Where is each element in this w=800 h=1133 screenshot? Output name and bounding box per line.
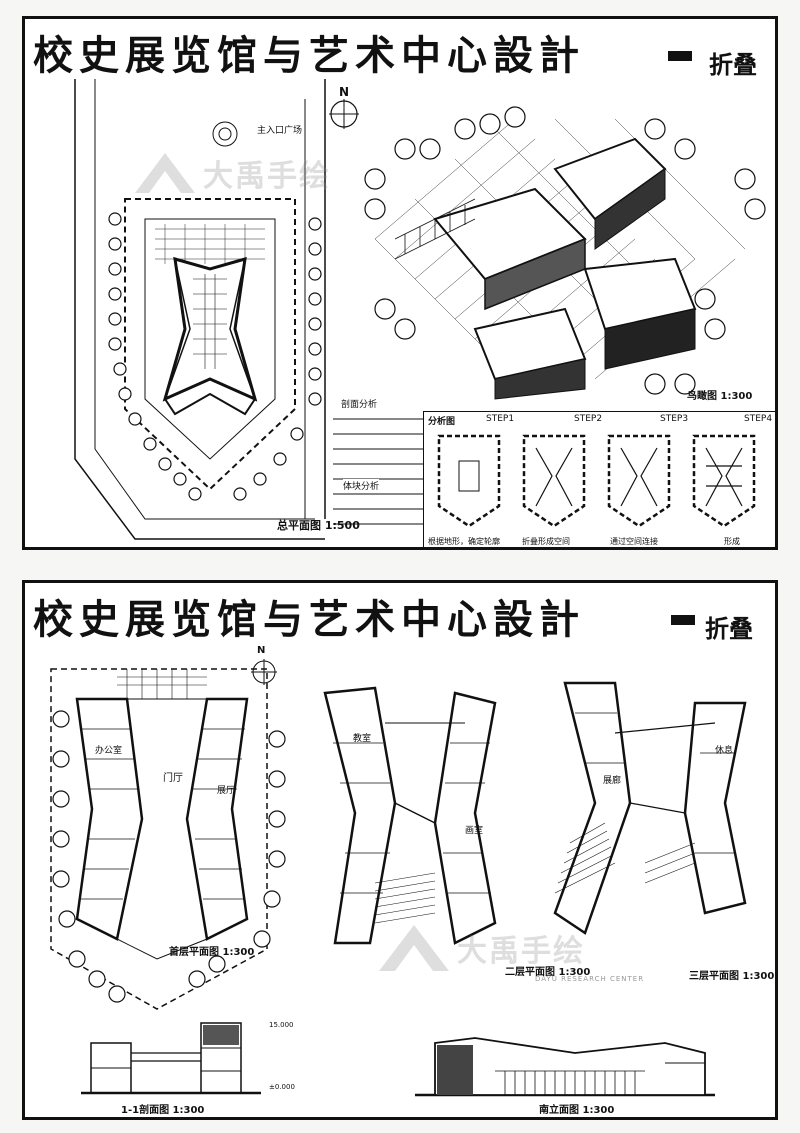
plan1-scale: 首层平面图 1:300 — [169, 947, 255, 958]
step4-caption: 形成 — [724, 537, 740, 546]
classroom-label: 教室 — [353, 734, 372, 744]
step-diagrams: 分析图 STEP1 STEP2 STEP3 STEP4 根据地形，确定轮廓 折叠… — [423, 411, 775, 547]
step1-caption: 根据地形，确定轮廓 — [428, 537, 500, 546]
step2-caption: 折叠形成空间 — [522, 537, 570, 546]
aerial-view-drawing — [364, 106, 766, 400]
title-marker-2 — [671, 615, 695, 625]
plan2-scale: 二层平面图 1:300 — [505, 967, 591, 978]
sheet1-title: 校史展览馆与艺术中心設計 — [33, 32, 585, 79]
concept-label: 体块分析 — [343, 479, 380, 492]
site-plan-drawing — [74, 79, 326, 540]
second-floor-plan — [323, 686, 497, 945]
ground-floor-plan — [50, 668, 286, 1010]
step2-head: STEP2 — [574, 414, 603, 424]
site-plan-scale: 总平面图 1:500 — [277, 519, 360, 532]
elevation-drawing — [415, 1037, 715, 1097]
section-b-label: 分析图 — [428, 417, 456, 427]
watermark-logo-icon-2 — [379, 925, 449, 971]
plan3-scale: 三层平面图 1:300 — [689, 971, 775, 982]
north-arrow-label: N — [339, 85, 350, 99]
sheet-floor-plans: 校史展览馆与艺术中心設計 折叠 门厅 办公室 展厅 首层平 — [22, 580, 778, 1120]
watermark-text-2: 大禹手绘 — [457, 934, 585, 969]
elev-label-1: 15.000 — [269, 1021, 294, 1029]
step-shapes — [437, 434, 756, 528]
watermark-logo-icon — [135, 153, 195, 193]
office-label: 办公室 — [95, 746, 123, 756]
lounge-label: 休息 — [715, 746, 734, 756]
third-floor-plan — [553, 681, 747, 935]
section-analysis-label: 剖面分析 — [341, 400, 378, 410]
step4-head: STEP4 — [744, 414, 773, 424]
title-marker — [668, 51, 692, 61]
section-drawing — [81, 1022, 261, 1095]
step1-head: STEP1 — [486, 414, 515, 424]
watermark-top: 大禹手绘 — [135, 151, 331, 195]
gallery-label: 展廊 — [603, 776, 622, 786]
north-arrow-label-2: N — [257, 645, 266, 656]
sheet2-subtitle: 折叠 — [705, 614, 753, 643]
elevation-scale: 南立面图 1:300 — [539, 1105, 615, 1116]
north-arrow-icon — [329, 99, 359, 129]
sheet-site-plan: 校史展览馆与艺术中心設計 折叠 — [22, 16, 778, 550]
step3-caption: 通过空间连接 — [610, 537, 658, 546]
sheet2-title: 校史展览馆与艺术中心設計 — [33, 596, 585, 643]
aerial-scale: 鸟瞰图 1:300 — [687, 391, 753, 402]
studio-label: 画室 — [465, 826, 484, 836]
section-scale: 1-1剖面图 1:300 — [121, 1105, 205, 1116]
hall-label: 门厅 — [163, 773, 183, 784]
watermark-sub: DAYU RESEARCH CENTER — [535, 975, 645, 983]
step3-head: STEP3 — [660, 414, 689, 424]
watermark-text: 大禹手绘 — [203, 159, 331, 194]
hatch-area — [333, 418, 423, 525]
exhibit-label-1: 展厅 — [217, 786, 236, 796]
courtyard-note: 主入口广场 — [257, 126, 303, 136]
elev-label-2: ±0.000 — [269, 1083, 295, 1091]
north-arrow-icon-2 — [251, 659, 277, 685]
watermark-bottom: 大禹手绘 — [379, 923, 585, 973]
sheet1-subtitle: 折叠 — [709, 50, 757, 79]
